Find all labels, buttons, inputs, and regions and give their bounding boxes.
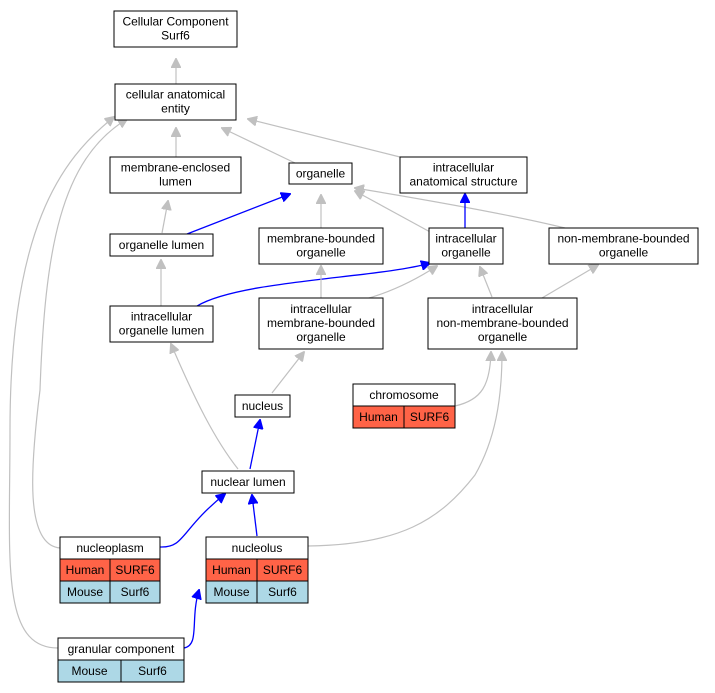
node-label: organelle <box>296 246 346 260</box>
edge-ol-org <box>186 194 290 235</box>
annotation-species: Human <box>359 410 398 424</box>
annotation-species: Human <box>212 563 251 577</box>
node-label: organelle <box>296 167 346 181</box>
node-label: organelle <box>441 246 491 260</box>
node-label: organelle <box>478 330 528 344</box>
edges <box>8 59 598 649</box>
node-label: organelle lumen <box>119 324 204 338</box>
node-label: membrane-enclosed <box>121 161 230 175</box>
node-label: membrane-bounded <box>267 232 375 246</box>
edge-np-cae <box>32 119 127 549</box>
node-label: nucleoplasm <box>76 541 143 555</box>
node-nuclear-lumen[interactable]: nuclear lumen <box>201 470 295 494</box>
node-granular-component[interactable]: granular component Mouse Surf6 <box>57 637 185 683</box>
node-label: membrane-bounded <box>267 316 375 330</box>
node-organelle-lumen[interactable]: organelle lumen <box>109 233 214 257</box>
node-label: organelle <box>296 330 346 344</box>
node-nucleolus[interactable]: nucleolus Human SURF6 Mouse Surf6 <box>205 536 309 604</box>
edge-nmbo-org <box>355 188 566 229</box>
annotation-gene-mouse <box>120 659 185 683</box>
edge-inmbo-io <box>480 267 493 298</box>
edge-imbo-io <box>361 266 437 301</box>
node-label: nucleolus <box>232 541 283 555</box>
node-intracellular-organelle-lumen[interactable]: intracellular organelle lumen <box>109 305 214 343</box>
edge-gc-cae <box>8 117 114 649</box>
node-membrane-enclosed-lumen[interactable]: membrane-enclosed lumen <box>109 156 242 194</box>
node-membrane-bounded-organelle[interactable]: membrane-bounded organelle <box>258 227 384 265</box>
node-label: organelle lumen <box>119 238 204 252</box>
edge-ol-mel <box>161 201 168 234</box>
node-label: granular component <box>68 642 175 656</box>
node-intracellular-membrane-bounded-organelle[interactable]: intracellular membrane-bounded organelle <box>258 297 384 350</box>
edge-ias-cae <box>248 119 401 158</box>
node-label: cellular anatomical <box>126 88 225 102</box>
node-label: intracellular <box>472 302 533 316</box>
edge-nuc-imbo <box>271 352 304 394</box>
edge-inmbo-nmbo <box>541 265 598 299</box>
edge-nl-nuc <box>249 420 260 470</box>
node-label: Cellular Component <box>122 15 229 29</box>
node-label: lumen <box>159 175 192 189</box>
node-label: anatomical structure <box>409 175 517 189</box>
node-label: nuclear lumen <box>210 475 285 489</box>
annotation-species: Human <box>66 563 105 577</box>
node-intracellular-organelle[interactable]: intracellular organelle <box>428 227 504 265</box>
annotation-gene: Surf6 <box>121 585 150 599</box>
node-organelle[interactable]: organelle <box>288 162 353 185</box>
edge-org-cae <box>222 128 296 164</box>
node-label: non-membrane-bounded <box>436 316 568 330</box>
node-label: intracellular <box>290 302 351 316</box>
edge-nl-iol <box>171 344 239 470</box>
edge-io-org <box>355 191 433 234</box>
node-chromosome[interactable]: chromosome Human SURF6 <box>352 383 456 429</box>
annotation-species: Mouse <box>71 664 107 678</box>
edge-nucl-nl <box>252 495 257 537</box>
edge-chrom-inmbo <box>454 352 491 407</box>
node-non-membrane-bounded-organelle[interactable]: non-membrane-bounded organelle <box>548 227 699 265</box>
node-root[interactable]: Cellular Component Surf6 <box>113 10 238 48</box>
edge-np-nl <box>159 494 225 548</box>
node-label: intracellular <box>131 310 192 324</box>
annotation-gene: SURF6 <box>263 563 303 577</box>
node-intracellular-anatomical-structure[interactable]: intracellular anatomical structure <box>399 156 528 194</box>
annotation-gene: SURF6 <box>115 563 155 577</box>
node-label: intracellular <box>435 232 496 246</box>
annotation-gene: Surf6 <box>268 585 297 599</box>
annotation-gene-mouse <box>256 580 309 604</box>
edge-gc-nucl <box>183 590 199 649</box>
annotation-gene: Surf6 <box>138 664 167 678</box>
node-label: chromosome <box>369 388 439 402</box>
node-label: intracellular <box>433 161 494 175</box>
node-label: Surf6 <box>161 29 190 43</box>
node-cellular-anatomical-entity[interactable]: cellular anatomical entity <box>114 83 237 121</box>
edge-nucl-inmbo <box>307 352 502 547</box>
node-nucleoplasm[interactable]: nucleoplasm Human SURF6 Mouse Surf6 <box>59 536 161 604</box>
node-nucleus[interactable]: nucleus <box>234 394 291 418</box>
annotation-gene-human <box>403 405 456 429</box>
annotation-gene: SURF6 <box>410 410 450 424</box>
annotation-species: Mouse <box>213 585 249 599</box>
node-intracellular-non-membrane-bounded-organelle[interactable]: intracellular non-membrane-bounded organ… <box>427 297 578 350</box>
node-label: organelle <box>599 246 649 260</box>
annotation-gene-mouse <box>109 580 161 604</box>
node-label: nucleus <box>242 399 283 413</box>
node-label: non-membrane-bounded <box>557 232 689 246</box>
node-label: entity <box>161 102 190 116</box>
annotation-species: Mouse <box>67 585 103 599</box>
edge-iol-io <box>196 263 430 307</box>
